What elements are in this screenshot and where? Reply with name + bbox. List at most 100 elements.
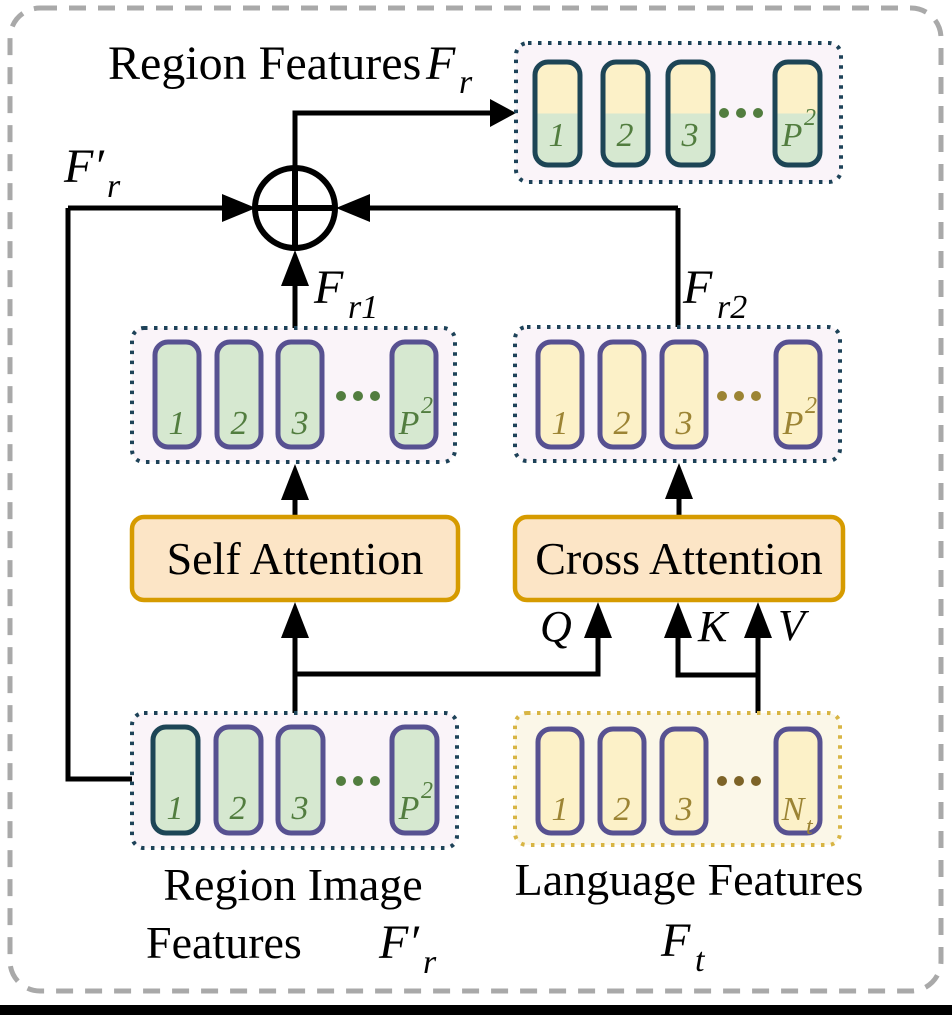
token — [535, 726, 585, 836]
token — [772, 59, 823, 168]
arrowhead-v — [744, 602, 772, 638]
cross-attention-box — [512, 514, 846, 603]
fr1-group: 1 2 3 P 2 — [130, 326, 457, 464]
token — [389, 339, 439, 450]
token — [773, 726, 823, 836]
token-label: P — [398, 405, 420, 442]
token-label: 3 — [291, 790, 309, 827]
token-label-sup: 2 — [421, 778, 433, 804]
token-label: P — [398, 790, 420, 827]
language-caption-line1: Language Features — [515, 854, 864, 905]
token-label-sup: 2 — [804, 105, 816, 131]
ellipsis-dots — [719, 108, 763, 118]
v-label: V — [778, 601, 810, 650]
token-label: 1 — [169, 405, 186, 442]
self-attention-box — [129, 514, 461, 603]
arrowhead-fr2-into-sum — [336, 194, 370, 222]
token-label: P — [781, 117, 803, 154]
arrowhead-cross-to-fr2 — [665, 463, 693, 499]
token-label: N — [781, 791, 807, 828]
language-math-main: F — [660, 914, 691, 967]
token-label: 3 — [291, 405, 309, 442]
token-label-sup: 2 — [421, 393, 433, 419]
token — [597, 726, 647, 836]
language-features-group: 1 2 3 N t Language Features F t — [513, 711, 864, 979]
token-label: 2 — [231, 405, 248, 442]
bottom-rule — [0, 1005, 952, 1015]
region-in-math-sub: r — [423, 944, 437, 981]
token-label: 3 — [681, 117, 699, 154]
token-label: 3 — [675, 791, 693, 828]
region-image-features-group: 1 2 3 P 2 Region Image Features F′ r — [130, 711, 459, 981]
token — [214, 339, 264, 450]
token — [659, 726, 709, 836]
fr1-main: F — [313, 261, 344, 314]
region-in-caption-line1: Region Image — [163, 859, 422, 910]
token-label: 2 — [617, 117, 634, 154]
fr1-sub: r1 — [348, 289, 378, 326]
region-in-math-main: F′ — [378, 916, 420, 969]
arrowhead-fprime-into-sum — [222, 194, 256, 222]
token — [773, 339, 823, 450]
token — [597, 339, 647, 450]
fprime-label: F′ r — [63, 140, 121, 205]
arrowhead-into-region-out — [490, 99, 516, 127]
arrowhead-k — [664, 602, 692, 638]
connectors — [65, 99, 772, 782]
token — [275, 339, 325, 450]
sum-node — [252, 165, 338, 251]
self-attention-label: Self Attention — [167, 533, 424, 584]
token — [659, 339, 709, 450]
token — [152, 339, 202, 450]
region-features-out-group: 1 2 3 P 2 — [514, 41, 843, 184]
line-k-branch — [675, 638, 758, 678]
token-label: 2 — [614, 791, 631, 828]
qkv-labels: Q K V — [540, 601, 810, 651]
token-label: 1 — [549, 117, 566, 154]
arrowhead-fr1-into-sum — [281, 250, 309, 286]
ellipsis-dots — [717, 776, 761, 786]
token — [150, 724, 201, 836]
fr2-group: 1 2 3 P 2 — [513, 325, 842, 463]
line-fprime-loop — [65, 208, 132, 782]
fr1-label: F r1 — [313, 261, 378, 326]
fprime-sub: r — [107, 168, 121, 205]
plus-cross — [257, 170, 333, 246]
ellipsis-dots — [717, 391, 761, 401]
outer-dashed-border — [7, 5, 944, 994]
token-label: 1 — [552, 405, 569, 442]
arrowhead-into-self-attention — [281, 602, 309, 638]
token-label-sup: 2 — [805, 393, 817, 419]
title-math-sub: r — [459, 64, 473, 101]
token-label: 3 — [675, 405, 693, 442]
title: Region Features F r — [108, 37, 473, 101]
token — [275, 724, 326, 836]
token — [665, 59, 716, 168]
line-sum-to-region-out — [292, 110, 492, 172]
cross-attention-block: Cross Attention — [512, 514, 846, 603]
token-label: 2 — [614, 405, 631, 442]
ellipsis-dots — [336, 776, 380, 786]
arrowhead-self-to-fr1 — [281, 464, 309, 500]
title-text: Region Features — [108, 37, 421, 90]
self-attention-block: Self Attention — [129, 514, 461, 603]
token-label: 1 — [167, 790, 184, 827]
q-label: Q — [540, 602, 572, 651]
token — [389, 724, 440, 836]
arrowhead-q — [584, 602, 612, 638]
cross-attention-label: Cross Attention — [535, 533, 823, 584]
token — [532, 59, 583, 168]
token-label: P — [782, 405, 804, 442]
fr2-main: F — [682, 261, 713, 314]
ellipsis-dots — [336, 391, 380, 401]
token — [600, 59, 651, 168]
language-math-sub: t — [695, 942, 706, 979]
region-in-caption-line2: Features — [146, 917, 302, 968]
title-math-main: F — [425, 37, 456, 90]
fr2-label: F r2 — [682, 261, 747, 326]
token-label: 1 — [552, 791, 569, 828]
k-label: K — [697, 602, 730, 651]
line-q-branch — [295, 638, 601, 677]
